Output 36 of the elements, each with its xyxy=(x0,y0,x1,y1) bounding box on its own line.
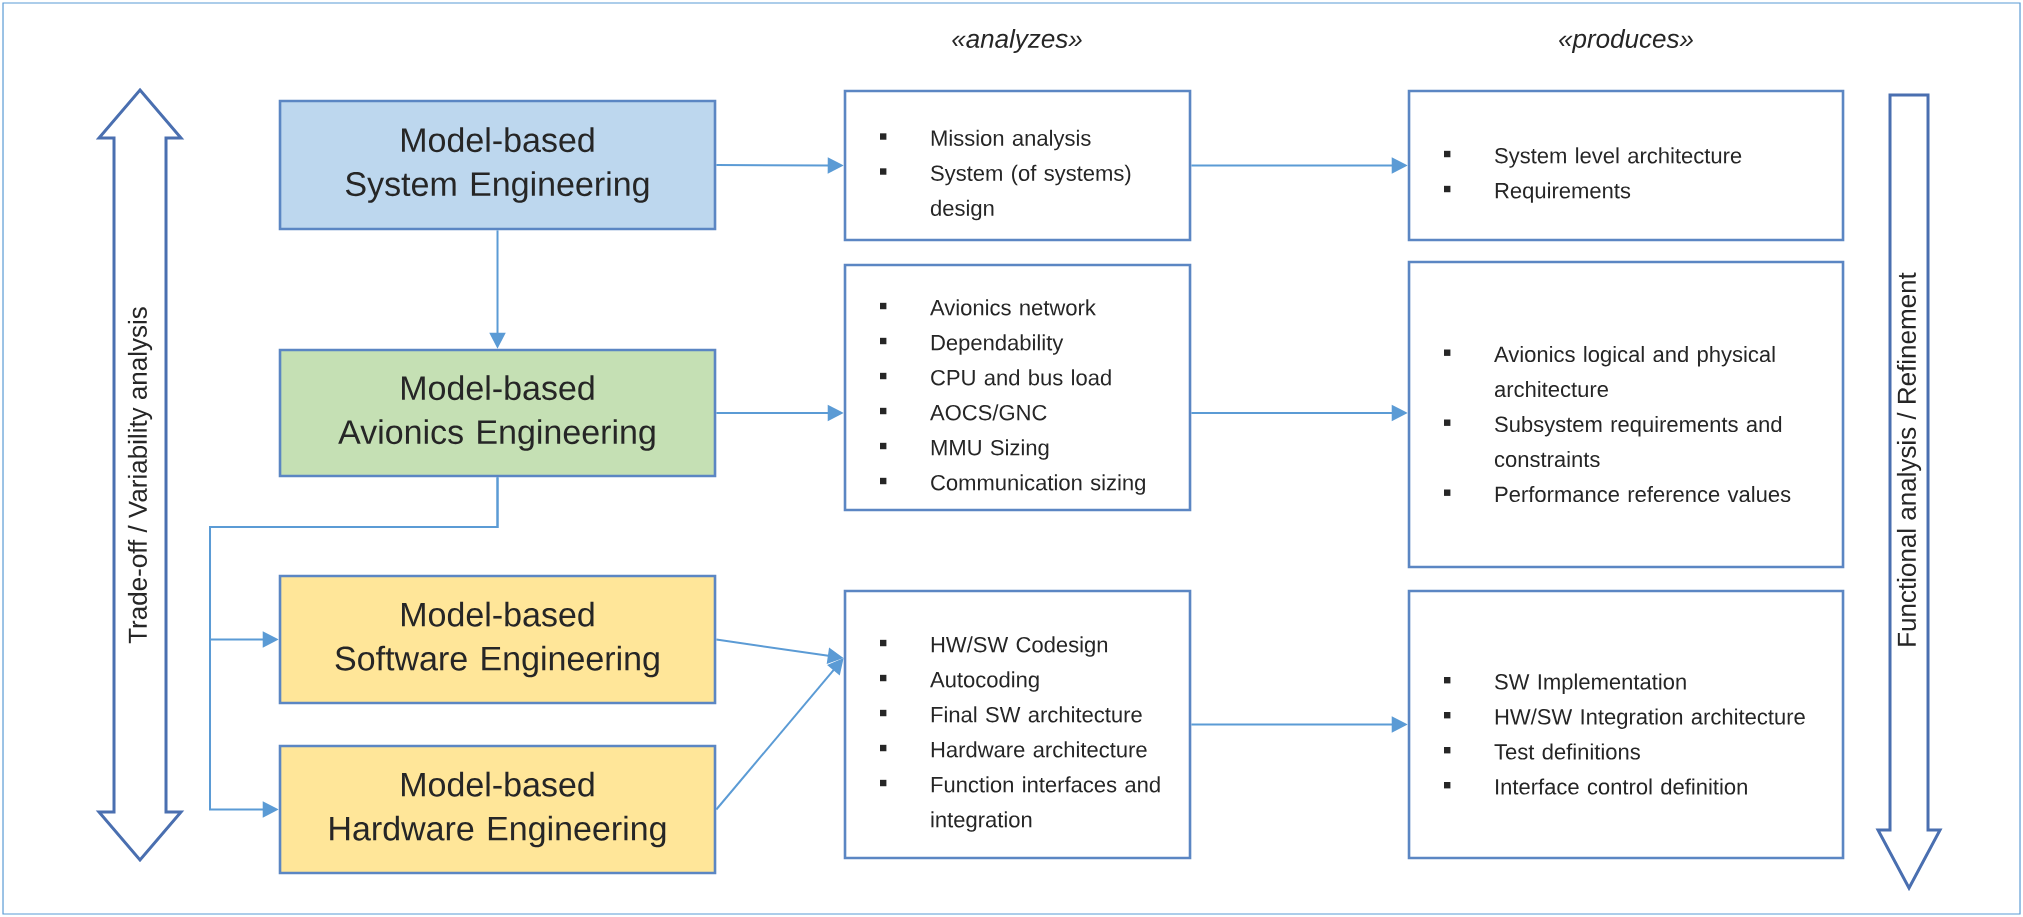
bullet-item: HW/SW Integration architecture xyxy=(1444,708,1805,729)
bullet-item: Function interfaces and integration xyxy=(880,776,1160,832)
bullet-item: Communication sizing xyxy=(880,474,1145,495)
arrow xyxy=(209,476,499,818)
bullet-item: Interface control definition xyxy=(1444,778,1747,795)
list-box xyxy=(843,589,1192,860)
bullet-item: System (of systems) design xyxy=(880,164,1131,221)
list-box xyxy=(1407,589,1845,860)
bullet-item: Subsystem requirements and constraints xyxy=(1444,415,1782,468)
bullet-item: HW/SW Codesign xyxy=(880,636,1108,657)
bullet-item: System level architecture xyxy=(1444,147,1742,168)
bullet-item: Avionics network xyxy=(880,299,1096,316)
bullet-item: Test definitions xyxy=(1444,743,1640,760)
bullet-item: Performance reference values xyxy=(1444,485,1791,503)
bullet-item: Mission analysis xyxy=(880,129,1091,151)
list-box xyxy=(1407,260,1845,569)
bullet-item: Requirements xyxy=(1444,182,1631,203)
stereotype-label: «produces» xyxy=(1559,28,1693,54)
list-box xyxy=(843,263,1192,512)
bullet-item: Dependability xyxy=(880,334,1064,355)
bullet-item: CPU and bus load xyxy=(880,369,1111,386)
arrow xyxy=(715,658,844,811)
list-box xyxy=(843,89,1192,242)
bullet-item: MMU Sizing xyxy=(880,439,1049,460)
bullet-item: Avionics logical and physical architecture xyxy=(1444,345,1775,398)
process-box: Model-based Hardware Engineering xyxy=(278,744,717,875)
bullet-item: Autocoding xyxy=(880,671,1039,692)
list-box xyxy=(1407,89,1845,242)
stereotype-label: «analyzes» xyxy=(952,28,1082,54)
process-box: Model-based Software Engineering xyxy=(278,574,717,705)
bullet-item: Hardware architecture xyxy=(880,741,1147,758)
process-box: Model-based System Engineering xyxy=(278,99,717,231)
bullet-item: SW Implementation xyxy=(1444,673,1686,694)
bullet-item: Final SW architecture xyxy=(880,706,1142,723)
bullet-item: AOCS/GNC xyxy=(880,404,1047,421)
process-box: Model-based Avionics Engineering xyxy=(278,348,717,478)
